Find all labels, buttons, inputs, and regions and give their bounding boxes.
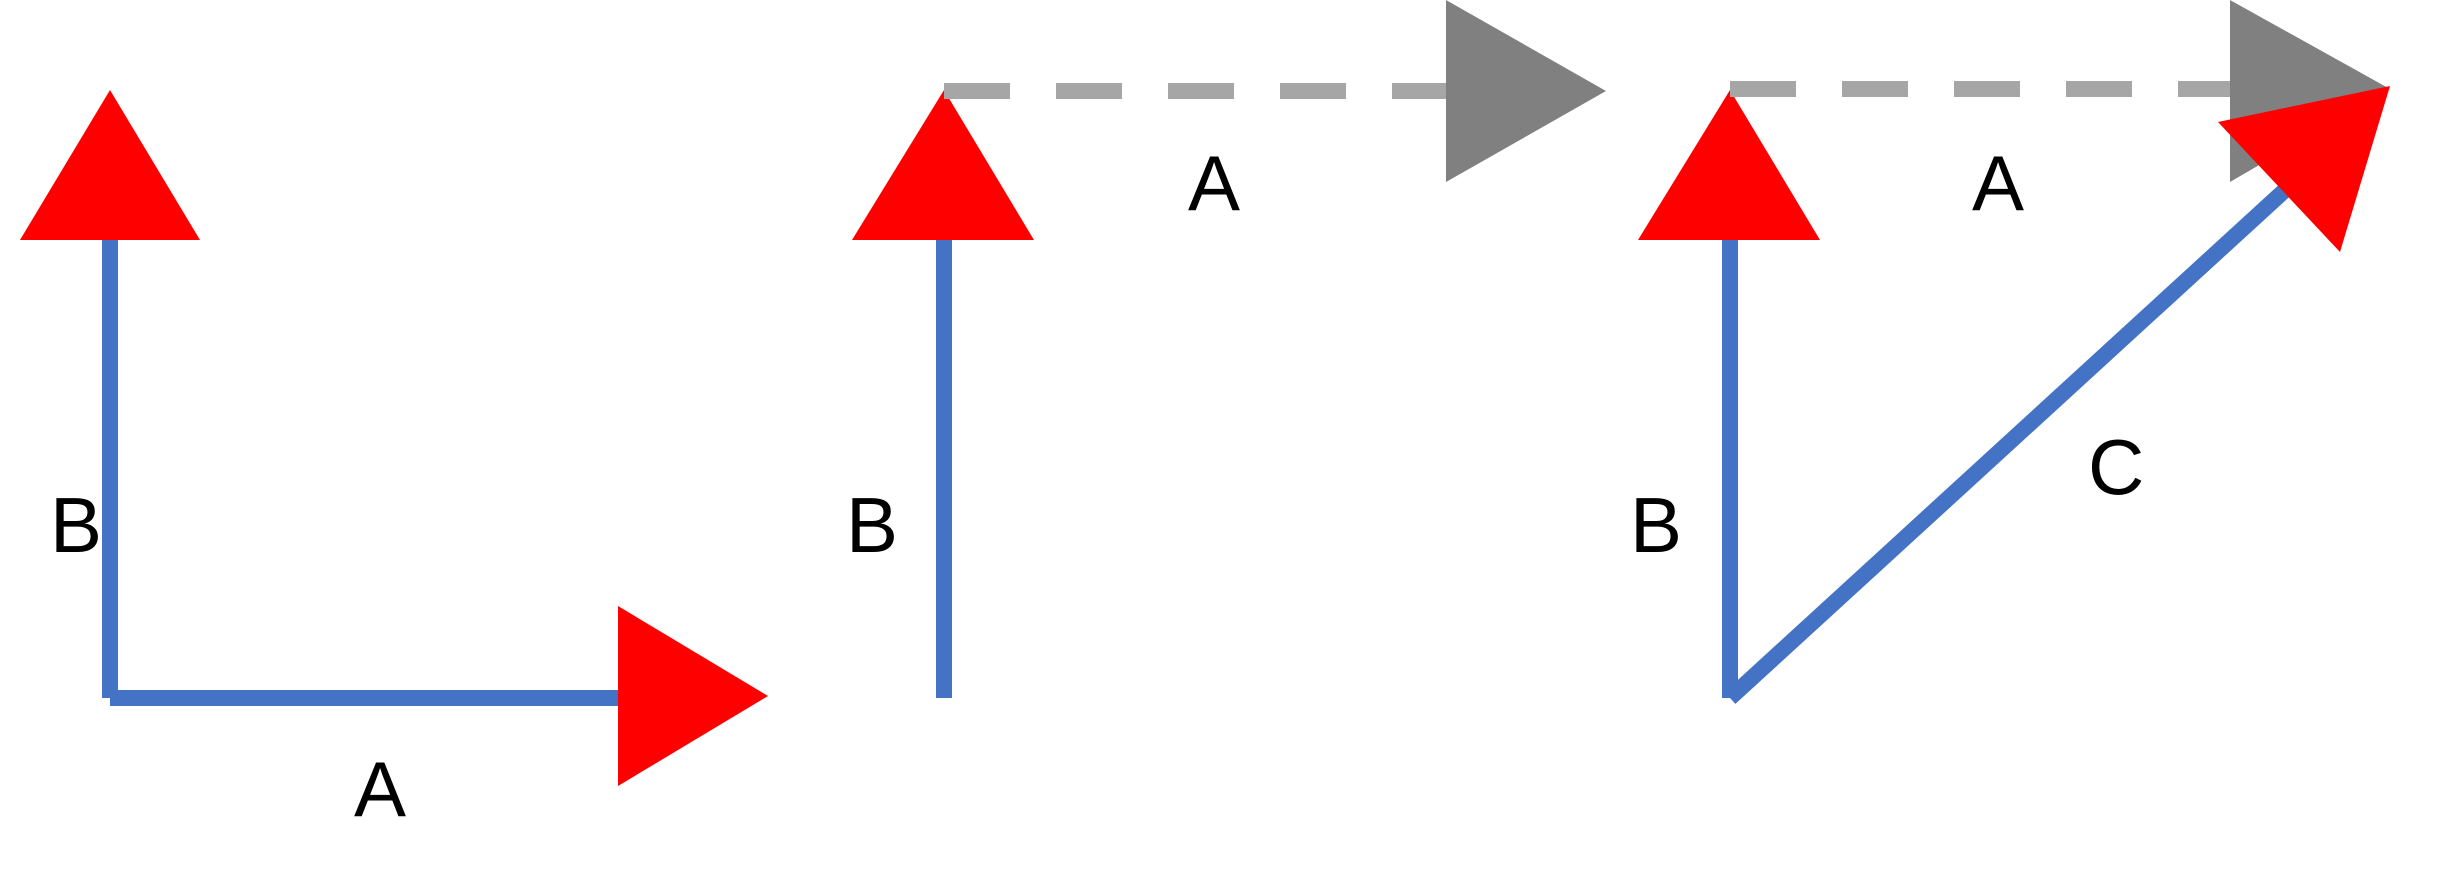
vector-b-arrowhead bbox=[20, 90, 200, 240]
vector-c-arrowhead bbox=[2218, 86, 2390, 252]
vector-b-arrowhead bbox=[1638, 90, 1820, 240]
label-b: B bbox=[1630, 481, 1682, 569]
panel-1: B A bbox=[20, 90, 768, 833]
panel-2: B A bbox=[846, 0, 1606, 698]
vector-a-arrowhead bbox=[618, 606, 768, 786]
label-b: B bbox=[846, 481, 898, 569]
panel-3: B A C bbox=[1630, 0, 2390, 704]
label-a: A bbox=[1972, 139, 2024, 227]
label-a: A bbox=[1188, 139, 1240, 227]
vector-c-shaft bbox=[1724, 174, 2302, 704]
vector-b-arrowhead bbox=[852, 90, 1034, 240]
label-b: B bbox=[50, 481, 102, 569]
label-c: C bbox=[2088, 423, 2144, 511]
vector-a-translated-arrowhead bbox=[1446, 0, 1606, 182]
label-a: A bbox=[354, 745, 406, 833]
